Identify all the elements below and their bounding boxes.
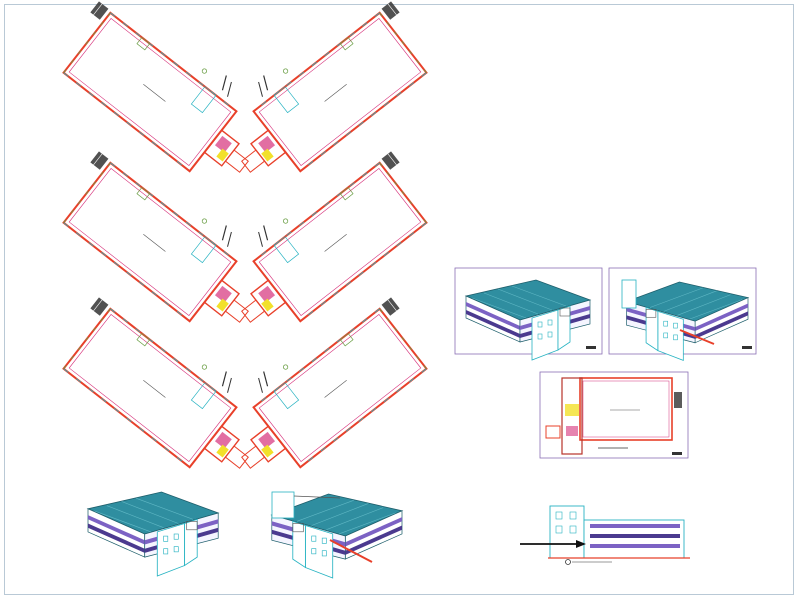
perspective-panel-2 [608, 267, 757, 361]
floor-plan-1 [49, 0, 283, 197]
floor-plan-2 [207, 0, 441, 197]
elevation [520, 505, 690, 565]
perspective-1 [87, 491, 219, 577]
floor-plan-panel [539, 371, 689, 459]
perspective-2 [271, 491, 403, 579]
drawing-sheet [4, 4, 794, 595]
perspective-panel-1 [454, 267, 603, 361]
